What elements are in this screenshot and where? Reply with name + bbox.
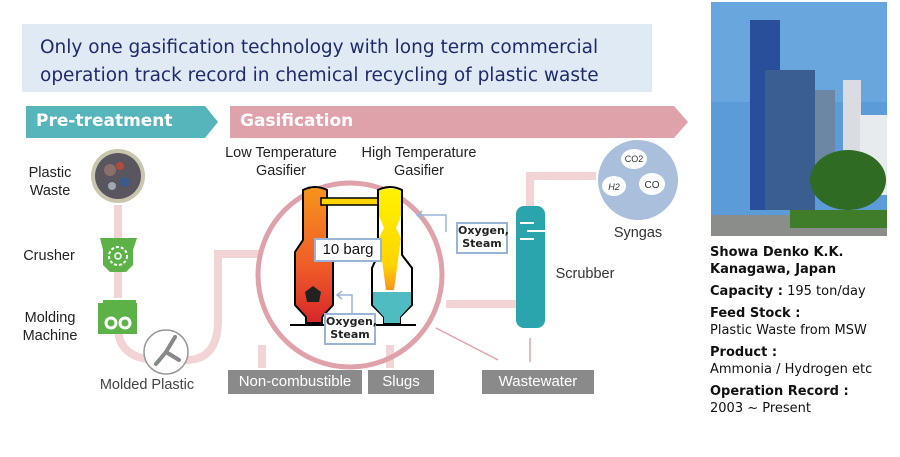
high-temperature-gasifier bbox=[368, 186, 416, 326]
capacity-row: Capacity : 195 ton/day bbox=[710, 284, 866, 299]
headline-banner bbox=[22, 24, 652, 92]
product-label: Product : bbox=[710, 345, 778, 360]
headline-line-2: operation track record in chemical recyc… bbox=[40, 65, 599, 86]
operation-value: 2003 ~ Present bbox=[710, 401, 812, 416]
non-combustible-box: Non-combustible bbox=[228, 370, 362, 394]
gasifier-circle bbox=[255, 180, 445, 370]
molded-plastic-icon bbox=[143, 329, 189, 375]
oxygen-steam-box-low: Oxygen,Steam bbox=[324, 313, 377, 345]
headline-text: Only one gasification technology with lo… bbox=[40, 34, 650, 90]
plant-info: Showa Denko K.K. Kanagawa, Japan Capacit… bbox=[710, 244, 895, 417]
wastewater-box: Wastewater bbox=[482, 370, 594, 394]
pretreatment-label: Pre-treatment bbox=[36, 111, 173, 131]
molded-plastic-label: Molded Plastic bbox=[99, 377, 195, 393]
product-value: Ammonia / Hydrogen etc bbox=[710, 362, 873, 377]
gasification-arrow bbox=[230, 106, 688, 138]
headline-line-1: Only one gasification technology with lo… bbox=[40, 37, 599, 58]
slugs-box: Slugs bbox=[368, 370, 434, 394]
connecting-duct bbox=[320, 197, 382, 206]
crusher-icon bbox=[100, 238, 137, 272]
scrubber-icon bbox=[516, 206, 545, 328]
feedstock-value: Plastic Waste from MSW bbox=[710, 323, 867, 338]
feedstock-label: Feed Stock : bbox=[710, 306, 801, 321]
pretreatment-arrow bbox=[26, 106, 218, 138]
plant-photo bbox=[711, 2, 887, 236]
crusher-label: Crusher bbox=[23, 248, 75, 264]
co2-label: CO2 bbox=[625, 154, 644, 164]
plastic-waste-image bbox=[91, 149, 145, 203]
molding-machine-icon bbox=[98, 300, 137, 334]
operation-label: Operation Record : bbox=[710, 384, 849, 399]
location: Kanagawa, Japan bbox=[710, 262, 837, 277]
syngas-label: Syngas bbox=[613, 225, 663, 241]
company-name: Showa Denko K.K. bbox=[710, 245, 844, 260]
syngas-icon bbox=[598, 140, 678, 220]
h2-label: H2 bbox=[608, 182, 620, 192]
gasification-label: Gasification bbox=[240, 111, 354, 131]
co-label: CO bbox=[645, 180, 660, 191]
pressure-label: 10 barg bbox=[314, 238, 382, 262]
scrubber-label: Scrubber bbox=[555, 266, 615, 282]
oxygen-steam-box-high: Oxygen,Steam bbox=[456, 222, 509, 254]
